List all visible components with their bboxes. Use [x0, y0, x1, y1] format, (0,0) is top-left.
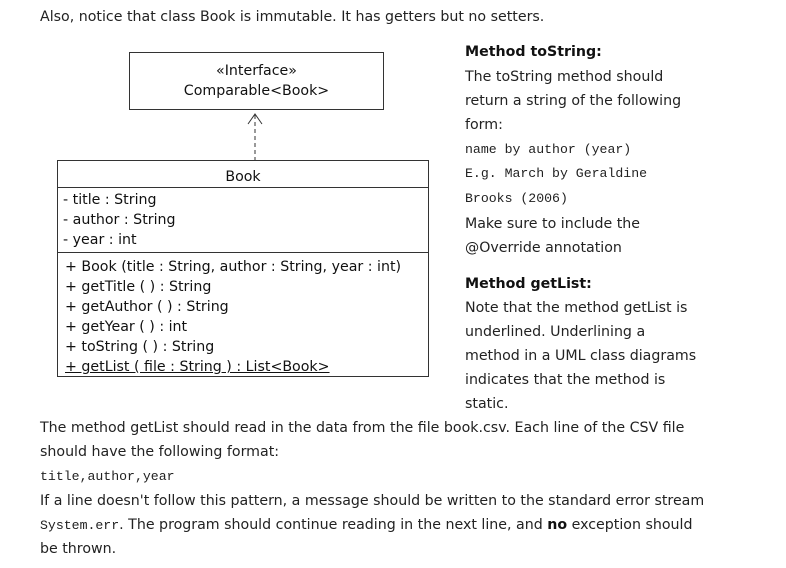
- class-name-box: Book: [57, 160, 429, 188]
- bottom-line-5-end: exception should: [567, 517, 693, 533]
- class-name: Book: [225, 169, 261, 185]
- method-constructor: + Book (title : String, author : String,…: [65, 259, 402, 275]
- method-gettitle: + getTitle ( ) : String: [65, 279, 212, 295]
- getlist-desc-5: static.: [465, 396, 509, 412]
- tostring-note-2: @Override annotation: [465, 240, 622, 256]
- tostring-format: name by author (year): [465, 142, 632, 157]
- method-getlist-static: + getList ( file : String ) : List<Book>: [65, 359, 330, 375]
- intro-text: Also, notice that class Book is immutabl…: [40, 9, 545, 25]
- no-emphasis: no: [547, 517, 568, 533]
- methods-box: + Book (title : String, author : String,…: [57, 252, 429, 377]
- interface-box: «Interface» Comparable<Book>: [129, 52, 384, 110]
- getlist-desc-3: method in a UML class diagrams: [465, 348, 697, 364]
- bottom-line-4: If a line doesn't follow this pattern, a…: [40, 493, 705, 509]
- attribute-year: - year : int: [63, 232, 137, 248]
- getlist-desc-2: underlined. Underlining a: [465, 324, 646, 340]
- method-tostring: + toString ( ) : String: [65, 339, 215, 355]
- tostring-desc-3: form:: [465, 117, 503, 133]
- csv-format: title,author,year: [40, 469, 175, 484]
- attributes-box: - title : String - author : String - yea…: [57, 187, 429, 253]
- getlist-desc-1: Note that the method getList is: [465, 300, 688, 316]
- tostring-example-1: E.g. March by Geraldine: [465, 166, 648, 181]
- interface-stereotype: «Interface»: [216, 63, 297, 79]
- tostring-desc-2: return a string of the following: [465, 93, 682, 109]
- bottom-line-2: should have the following format:: [40, 444, 280, 460]
- bottom-line-5-text: . The program should continue reading in…: [119, 517, 548, 533]
- method-getauthor: + getAuthor ( ) : String: [65, 299, 229, 315]
- method-getyear: + getYear ( ) : int: [65, 319, 188, 335]
- tostring-example-2: Brooks (2006): [465, 191, 568, 206]
- tostring-desc-1: The toString method should: [465, 69, 664, 85]
- attribute-title: - title : String: [63, 192, 157, 208]
- getlist-desc-4: indicates that the method is: [465, 372, 666, 388]
- bottom-line-1: The method getList should read in the da…: [40, 420, 685, 436]
- getlist-heading: Method getList:: [465, 276, 592, 292]
- attribute-author: - author : String: [63, 212, 176, 228]
- realization-arrow: [247, 113, 263, 160]
- bottom-line-6: be thrown.: [40, 541, 117, 557]
- system-err-code: System.err: [40, 518, 120, 533]
- interface-name: Comparable<Book>: [183, 83, 330, 99]
- tostring-heading: Method toString:: [465, 44, 602, 60]
- bottom-line-5: System.err. The program should continue …: [40, 513, 692, 538]
- tostring-note-1: Make sure to include the: [465, 216, 640, 232]
